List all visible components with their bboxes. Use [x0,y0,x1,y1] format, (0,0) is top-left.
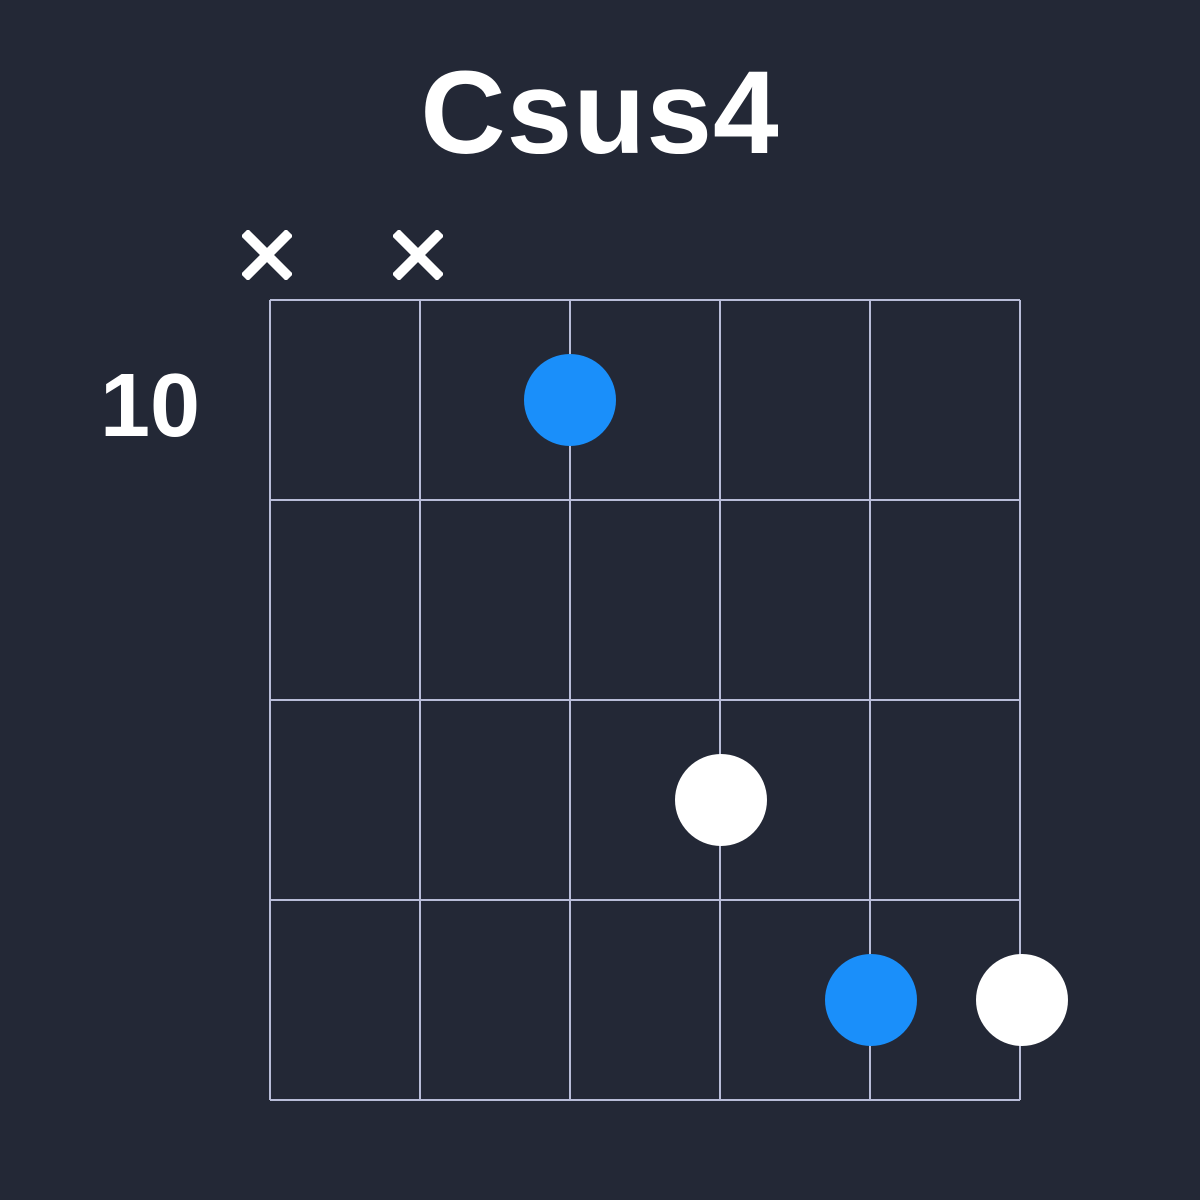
mute-x-icon [393,230,443,280]
finger-dot-root [825,954,917,1046]
mute-x-icon [242,230,292,280]
finger-dot-note [675,754,767,846]
starting-fret-label: 10 [99,356,201,456]
chord-title: Csus4 [420,47,780,179]
finger-dot-root [524,354,616,446]
finger-dot-note [976,954,1068,1046]
